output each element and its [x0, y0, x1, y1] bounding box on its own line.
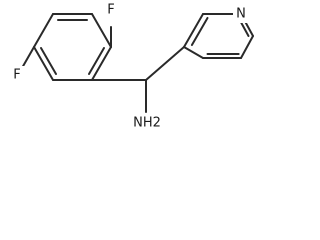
structure-diagram: F F NH2 N: [10, 0, 254, 133]
atom-pyridine-nitrogen: N: [233, 5, 249, 23]
atom-amine: NH2: [133, 113, 161, 133]
bond-c5-c6: [33, 46, 54, 81]
amine-label: NH2: [133, 116, 161, 131]
double-bond-c5-c6: [40, 47, 57, 75]
pyridine-nitrogen-label: N: [236, 7, 246, 22]
bond-p3-p4: [240, 35, 254, 59]
double-bond-c3-c4: [88, 47, 105, 75]
atom-fluorine-left: F: [10, 66, 26, 84]
fluorine-left-bg: [10, 66, 26, 84]
nitrogen-bg: [233, 5, 249, 23]
bond-p5-p0: [183, 46, 204, 59]
bond-c3-c4: [91, 46, 112, 81]
bond-c2-c3: [91, 13, 112, 48]
benzene-ring: [33, 13, 112, 81]
fluorine-top-label: F: [107, 3, 114, 18]
atom-fluorine-top: F: [103, 0, 119, 18]
amine-bg: [133, 113, 161, 133]
pyridine-double-bond: [190, 16, 209, 47]
bond-c6-c1: [33, 13, 54, 48]
fluorine-left-label: F: [13, 68, 20, 83]
fluorine-top-bg: [103, 0, 119, 16]
bond-methine-pyridine: [145, 46, 185, 81]
bond-p0-p1: [183, 13, 204, 48]
bond-c6-fluorine: [21, 46, 35, 69]
